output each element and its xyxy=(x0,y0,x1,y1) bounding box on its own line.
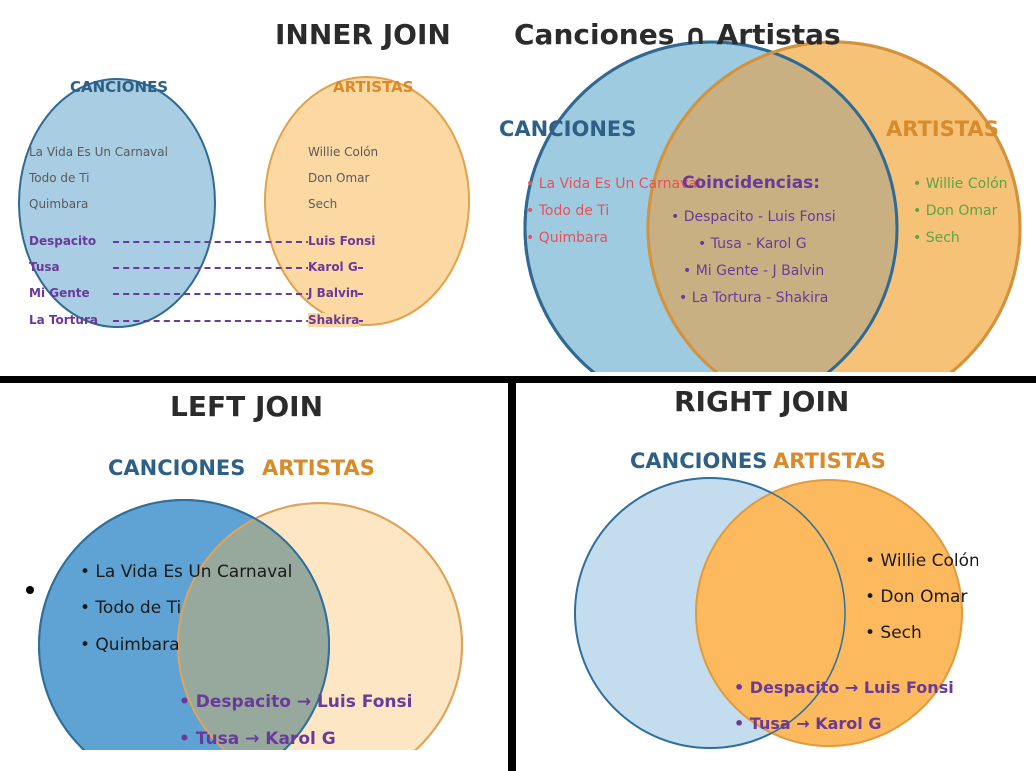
canciones-label: CANCIONES xyxy=(108,456,246,480)
artistas-label: ARTISTAS xyxy=(886,117,999,141)
intersection-item: • Mi Gente - J Balvin xyxy=(683,263,825,279)
artistas-label: ARTISTAS xyxy=(333,78,414,96)
intersection-title: Coincidencias: xyxy=(682,173,821,193)
artistas-circle xyxy=(695,479,963,747)
match-artist: Karol G xyxy=(308,260,358,274)
artistas-circle xyxy=(264,76,470,326)
artist-item: • Sech xyxy=(865,623,922,643)
intersection-item: • Tusa - Karol G xyxy=(698,236,807,252)
song-item: Quimbara xyxy=(29,197,89,211)
artistas-label: ARTISTAS xyxy=(262,456,375,480)
song-item: La Vida Es Un Carnaval xyxy=(29,145,168,159)
match-song: La Tortura xyxy=(29,313,98,327)
match-song: Tusa xyxy=(29,260,60,274)
canciones-outline xyxy=(523,40,899,372)
match-connector xyxy=(113,293,363,295)
match-artist: J Balvin xyxy=(308,286,359,300)
left-join-venn xyxy=(38,499,463,750)
left-join-panel: LEFT JOIN CANCIONES ARTISTAS • La Vida E… xyxy=(36,385,508,750)
match-connector xyxy=(113,320,363,322)
song-item: Todo de Ti xyxy=(29,171,90,185)
canciones-label: CANCIONES xyxy=(630,449,768,473)
artist-item: Sech xyxy=(308,197,338,211)
intersection-item: • Despacito - Luis Fonsi xyxy=(671,209,836,225)
panel-title: Canciones ∩ Artistas xyxy=(514,18,841,51)
inner-join-right-panel: Canciones ∩ Artistas CANCIONES ARTISTAS … xyxy=(490,0,1036,372)
artist-item: • Don Omar xyxy=(865,587,968,607)
artistas-outline xyxy=(177,502,463,750)
artist-item: Willie Colón xyxy=(308,145,379,159)
song-item: • Todo de Ti xyxy=(80,598,182,618)
panel-title: RIGHT JOIN xyxy=(674,385,850,418)
artist-item: Don Omar xyxy=(308,171,370,185)
bullet-dot xyxy=(26,586,34,594)
horizontal-divider xyxy=(0,376,1036,383)
panel-title: LEFT JOIN xyxy=(170,390,324,423)
match-song: Despacito xyxy=(29,234,97,248)
match-artist: Shakira xyxy=(308,313,360,327)
match-item: • Tusa → Karol G xyxy=(734,714,882,733)
artist-item: • Sech xyxy=(913,230,960,246)
canciones-outline xyxy=(38,499,330,750)
match-song: Mi Gente xyxy=(29,286,90,300)
match-artist: Luis Fonsi xyxy=(308,234,376,248)
song-item: • La Vida Es Un Carnaval xyxy=(80,562,293,582)
match-connector xyxy=(113,267,363,269)
right-join-venn xyxy=(574,477,963,749)
canciones-label: CANCIONES xyxy=(70,78,169,96)
song-item: • Quimbara xyxy=(526,230,608,246)
artistas-label: ARTISTAS xyxy=(773,449,886,473)
vertical-divider xyxy=(508,381,516,771)
artist-item: • Don Omar xyxy=(913,203,998,219)
inner-join-left-panel: INNER JOIN CANCIONES ARTISTAS La Vida Es… xyxy=(0,0,490,372)
artist-item: • Willie Colón xyxy=(865,551,978,571)
right-join-panel: RIGHT JOIN CANCIONES ARTISTAS • Willie C… xyxy=(562,385,978,750)
song-item: • La Vida Es Un Carnaval xyxy=(526,176,701,192)
intersection-venn xyxy=(523,40,1022,372)
song-item: • Quimbara xyxy=(80,635,180,655)
intersection-area xyxy=(648,42,897,372)
match-item: • Despacito → Luis Fonsi xyxy=(734,678,954,697)
match-item: • Tusa → Karol G xyxy=(179,729,336,749)
match-connector xyxy=(113,241,363,243)
match-item: • Despacito → Luis Fonsi xyxy=(179,692,413,712)
song-item: • Todo de Ti xyxy=(526,203,610,219)
intersection-area xyxy=(178,503,329,750)
artistas-outline xyxy=(646,40,1022,372)
intersection-item: • La Tortura - Shakira xyxy=(679,290,829,306)
canciones-label: CANCIONES xyxy=(499,117,637,141)
artist-item: • Willie Colón xyxy=(913,176,1008,192)
panel-title: INNER JOIN xyxy=(275,18,451,51)
canciones-outline xyxy=(574,477,846,749)
canciones-circle xyxy=(18,78,216,328)
